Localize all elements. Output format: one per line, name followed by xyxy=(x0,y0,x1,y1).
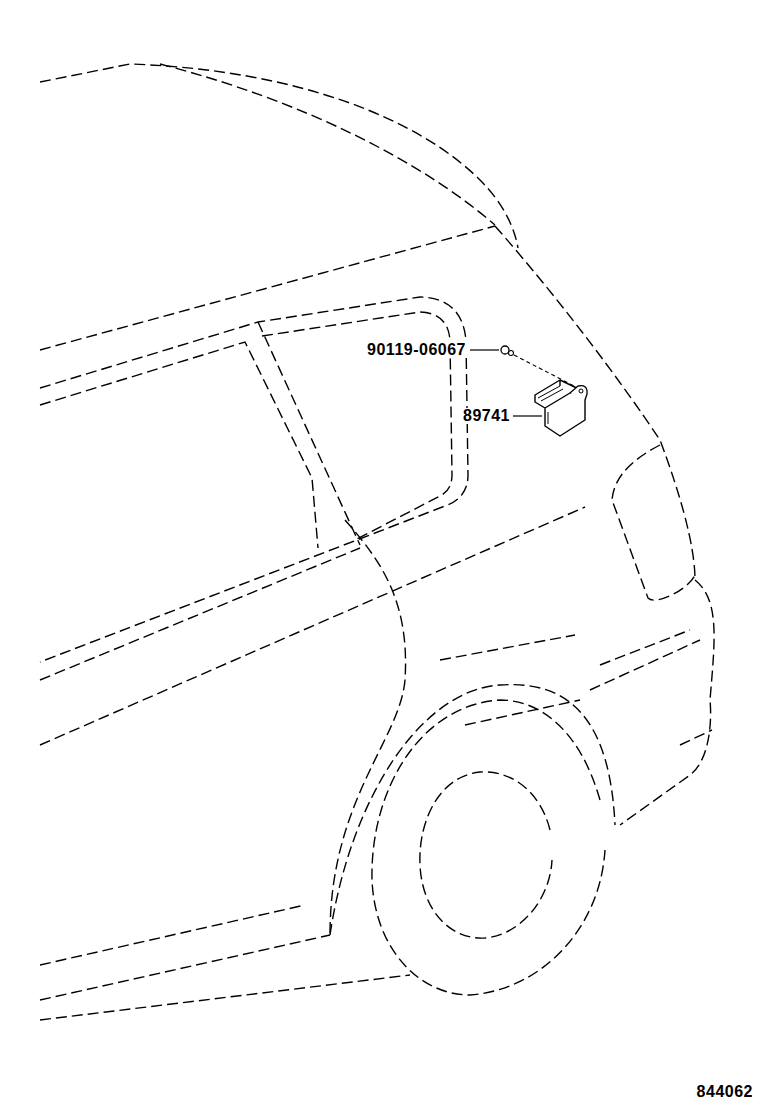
belt-line xyxy=(40,226,495,350)
bumper-edge xyxy=(620,580,714,825)
leader-line xyxy=(470,349,499,350)
window-frame-inner xyxy=(40,342,318,548)
b-pillar xyxy=(258,322,360,545)
lower-belt-line xyxy=(40,548,360,680)
screw-symbol xyxy=(509,351,514,356)
sensor-bracket xyxy=(570,386,587,400)
roof-inner-line xyxy=(160,64,495,225)
roof-line xyxy=(40,64,518,248)
rear-pillar xyxy=(495,226,695,580)
fender-line xyxy=(440,635,575,660)
tail-lamp xyxy=(612,445,695,600)
rocker-line xyxy=(40,975,410,1020)
sill-line xyxy=(40,905,305,965)
sensor-face xyxy=(538,386,563,424)
side-character-line xyxy=(40,507,585,745)
door-rear-edge xyxy=(330,520,406,935)
wheel-arch xyxy=(330,685,615,935)
part-number: 90119-06067 xyxy=(366,342,467,358)
leader-line xyxy=(513,415,542,416)
install-line xyxy=(514,355,578,388)
screw-symbol xyxy=(501,346,509,354)
bracket-hole xyxy=(579,389,583,393)
tire xyxy=(372,700,605,995)
figure-number: 844062 xyxy=(696,1084,754,1100)
car-outline xyxy=(40,64,714,1020)
bumper-lower xyxy=(680,730,712,745)
wheel-rim xyxy=(420,772,552,938)
part-number: 89741 xyxy=(462,408,511,424)
window-frame-outer xyxy=(40,297,468,662)
bumper-line xyxy=(600,630,690,665)
